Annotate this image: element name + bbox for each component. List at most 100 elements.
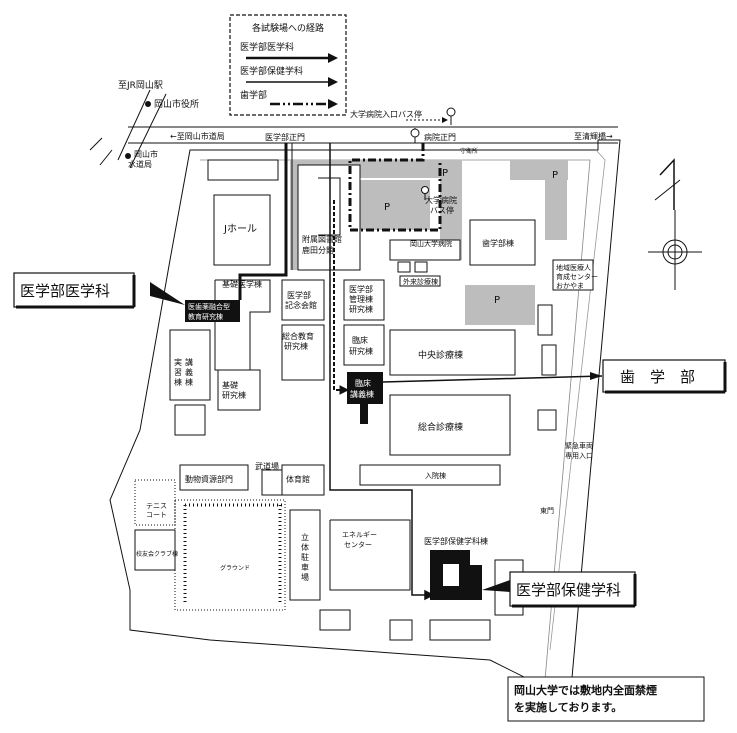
ground: [174, 499, 286, 611]
smoking-notice: 岡山大学では敷地内全面禁煙 を実施しております。: [507, 676, 705, 722]
callout-igaku: 医学部医学科: [13, 272, 185, 309]
rinsho-kogi-label-1: 臨床: [355, 378, 371, 388]
kogi-label-2: 義: [185, 367, 193, 377]
hosp-main-gate-label: 病院正門: [424, 132, 456, 142]
city-hall-marker-icon: [145, 101, 151, 107]
building: [174, 404, 206, 436]
callout-hoken-label: 医学部保健学科: [516, 581, 621, 599]
chiiki-label-2: 育成センター: [556, 272, 598, 281]
compass-icon: [648, 158, 702, 290]
chiiki-label-3: おかやま: [556, 282, 584, 290]
kanri-label-3: 研究棟: [349, 304, 373, 314]
tennis-label-1: テニス: [146, 502, 167, 510]
rinsho-kogi-label-2: 講義棟: [350, 389, 374, 399]
energy-label-2: センター: [344, 540, 372, 549]
kinen-label-2: 記念会館: [285, 300, 317, 310]
rinsho-kenkyu-building: [343, 324, 385, 366]
rinsho-kenkyu-label-1: 臨床: [352, 335, 368, 345]
kogi-label-3: 棟: [185, 377, 193, 387]
library-label-2: 鹿田分館: [302, 245, 334, 255]
legend-title: 各試験場への経路: [252, 22, 324, 34]
jisshu-label-1: 実: [174, 357, 182, 367]
parking-deck-label-4: 車: [301, 562, 309, 572]
kogi-label-1: 講: [185, 357, 193, 367]
parking-label: P: [442, 168, 448, 179]
med-main-gate-label: 医学部正門: [265, 132, 305, 142]
legend-arrow-igaku-icon: [328, 53, 338, 63]
hospital-block: [389, 239, 461, 261]
campus-boundary: [109, 139, 621, 701]
nyuin-building: [359, 464, 501, 486]
bus-stop-icon: [446, 107, 456, 125]
direction-seiki: 至清輝橋→: [574, 131, 613, 141]
parking-label: P: [384, 202, 390, 213]
sogo-kyoiku-building: [281, 324, 325, 381]
water-bureau-marker-icon: [125, 153, 131, 159]
kiso-kenkyu-label-2: 研究棟: [222, 390, 246, 400]
building: [414, 261, 428, 273]
notice-line2: を実施しております。: [514, 700, 622, 714]
callout-shigaku-label: 歯 学 部: [620, 368, 695, 386]
bus-stop-icon: [410, 128, 420, 143]
rinsho-kogi-building: [347, 372, 383, 404]
hospital-label: 岡山大学病院: [410, 239, 452, 248]
bus-entrance-label: 大学病院入口バス停: [350, 109, 422, 119]
chuo-shinryo-building: [389, 329, 516, 376]
ground-label: グラウンド: [220, 564, 250, 572]
kinen-label-1: 医学部: [287, 290, 311, 300]
hoken-building-label: 医学部保健学科棟: [424, 536, 488, 546]
kanri-building: [343, 279, 385, 321]
budo-building: [261, 469, 283, 496]
parking-deck-label-1: 立: [301, 532, 309, 542]
building: [541, 344, 557, 376]
water-bureau-line1: 岡山市: [134, 149, 158, 159]
gairai-label: 外来診療棟: [403, 277, 438, 286]
legend-arrow-shigaku-icon: [328, 99, 338, 109]
legend-arrow-hoken-icon: [328, 77, 338, 87]
direction-city-road: ←至岡山市道局: [170, 131, 225, 141]
kanri-label-1: 医学部: [349, 284, 373, 294]
route-shigaku: [333, 143, 442, 395]
legend-label-igaku: 医学部医学科: [240, 41, 294, 53]
parking-deck-label-3: 駐: [301, 552, 309, 562]
tennis-label-2: コート: [146, 511, 167, 519]
koyukai-building: [134, 529, 176, 571]
building: [389, 619, 413, 641]
water-bureau-line2: 水道局: [128, 159, 152, 169]
emergency-label-1: 緊急車両: [565, 441, 593, 450]
shigaku-building: [469, 219, 536, 266]
ishi-yaku-building: [185, 300, 240, 322]
callout-shigaku: 歯 学 部: [382, 359, 727, 394]
guard-label: 守衛所: [460, 147, 478, 155]
bus-stop-icon: [421, 186, 429, 200]
building: [537, 304, 553, 336]
ishi-yaku-label-1: 医歯薬融合型: [188, 302, 230, 311]
kiso-igaku-building: [214, 279, 271, 371]
sogo-kyoiku-label-2: 研究棟: [284, 341, 308, 351]
building: [207, 159, 279, 181]
route-igaku: [238, 143, 293, 300]
taiiku-building: [281, 464, 325, 496]
parking-label: P: [494, 295, 500, 306]
sogo-kyoiku-label-1: 総合教育: [282, 331, 314, 341]
chuo-label: 中央診療棟: [418, 349, 463, 361]
bus-hosp-label-2: バス停: [430, 205, 454, 215]
parking-deck: [289, 509, 321, 601]
tennis-court: [134, 479, 176, 526]
parking-deck-label-5: 場: [301, 572, 309, 582]
legend-label-shigaku: 歯学部: [240, 89, 267, 101]
budo-label: 武道場: [255, 461, 279, 471]
sogo-shinryo-building: [389, 394, 511, 456]
building: [319, 609, 351, 631]
route-hoken: [329, 143, 435, 601]
jisshu-label-3: 棟: [174, 377, 182, 387]
jisshu-kogi-building: [169, 329, 211, 401]
chiiki-label-1: 地域医療人: [556, 263, 591, 272]
bus-hosp-label-1: 大学病院: [425, 195, 457, 205]
legend-label-hoken: 医学部保健学科: [240, 65, 303, 77]
parking-label: P: [552, 170, 558, 181]
kiso-igaku-label: 基礎医学棟: [222, 279, 262, 289]
koyukai-label: 校友会クラブ棟: [136, 550, 178, 558]
taiiku-label: 体育館: [286, 474, 310, 484]
